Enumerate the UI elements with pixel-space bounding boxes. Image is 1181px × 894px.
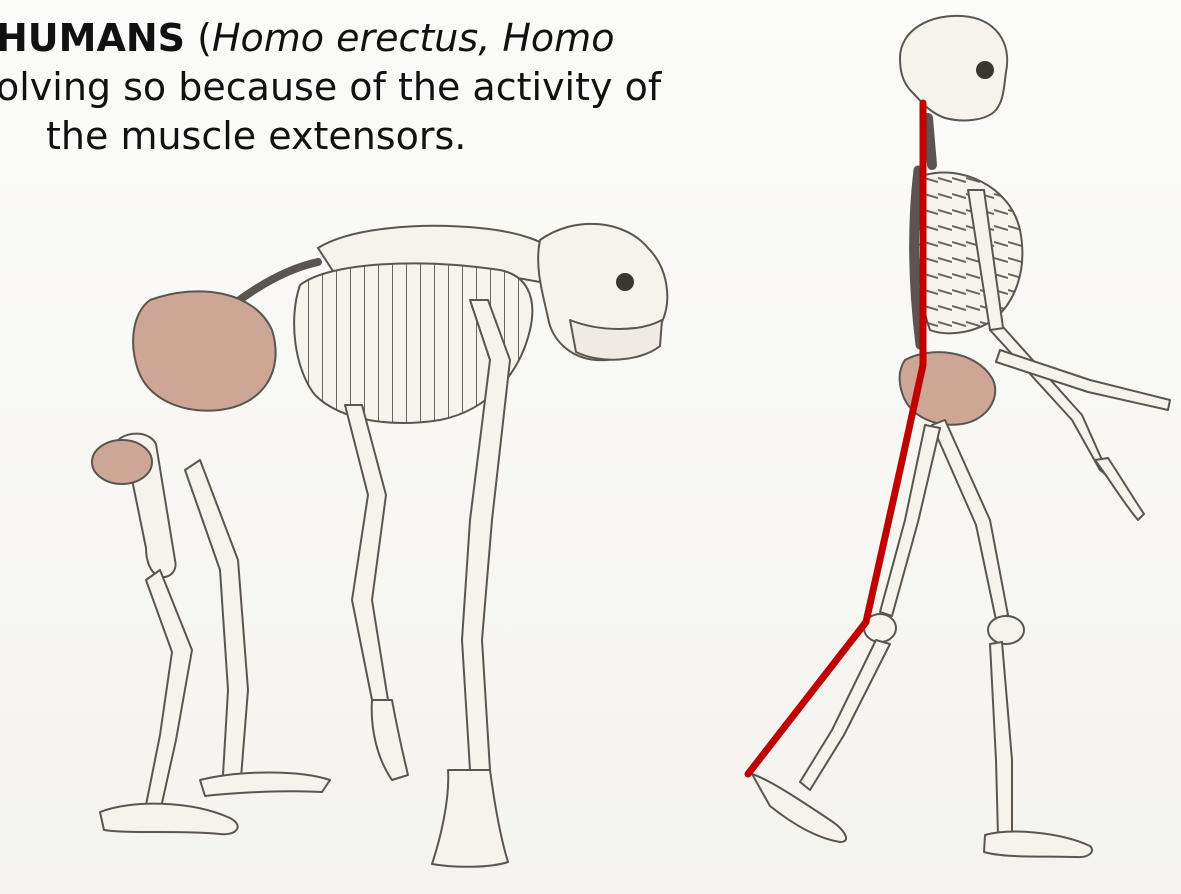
human-eye-socket: [976, 61, 994, 79]
human-arm-2: [996, 350, 1170, 410]
caption-line-1: HUMANS (Homo erectus, Homo: [0, 14, 756, 63]
ape-front-foot: [432, 770, 508, 867]
slide-caption: HUMANS (Homo erectus, Homo olving so bec…: [0, 14, 756, 161]
human-neck: [928, 118, 932, 165]
human-femur-front: [932, 420, 1008, 620]
human-skeleton: [752, 16, 1170, 857]
caption-paren: (: [185, 16, 212, 60]
caption-line-2: olving so because of the activity of: [0, 63, 756, 112]
ape-pelvis: [133, 291, 276, 410]
ape-skeleton: [92, 224, 667, 867]
ape-hip-joint: [92, 440, 152, 484]
ape-eye-socket: [616, 273, 634, 291]
caption-humans: HUMANS: [0, 16, 185, 60]
human-hand: [1095, 458, 1144, 520]
caption-species: Homo erectus, Homo: [212, 16, 614, 60]
ape-rear-leg-2: [185, 460, 248, 792]
human-foot-rear: [752, 774, 846, 842]
ape-hind-foot: [100, 804, 238, 835]
ape-forearm: [345, 405, 388, 700]
posture-line: [748, 103, 923, 774]
ape-tibia: [145, 570, 192, 812]
human-tibia-front: [990, 642, 1012, 836]
human-foot-front: [984, 832, 1092, 857]
caption-line-3: the muscle extensors.: [0, 112, 756, 161]
ape-front-hand: [372, 700, 408, 780]
human-knee: [988, 616, 1024, 644]
human-forearm: [990, 328, 1110, 478]
human-tibia-rear: [800, 640, 890, 790]
ape-hind-foot-2: [200, 773, 330, 797]
